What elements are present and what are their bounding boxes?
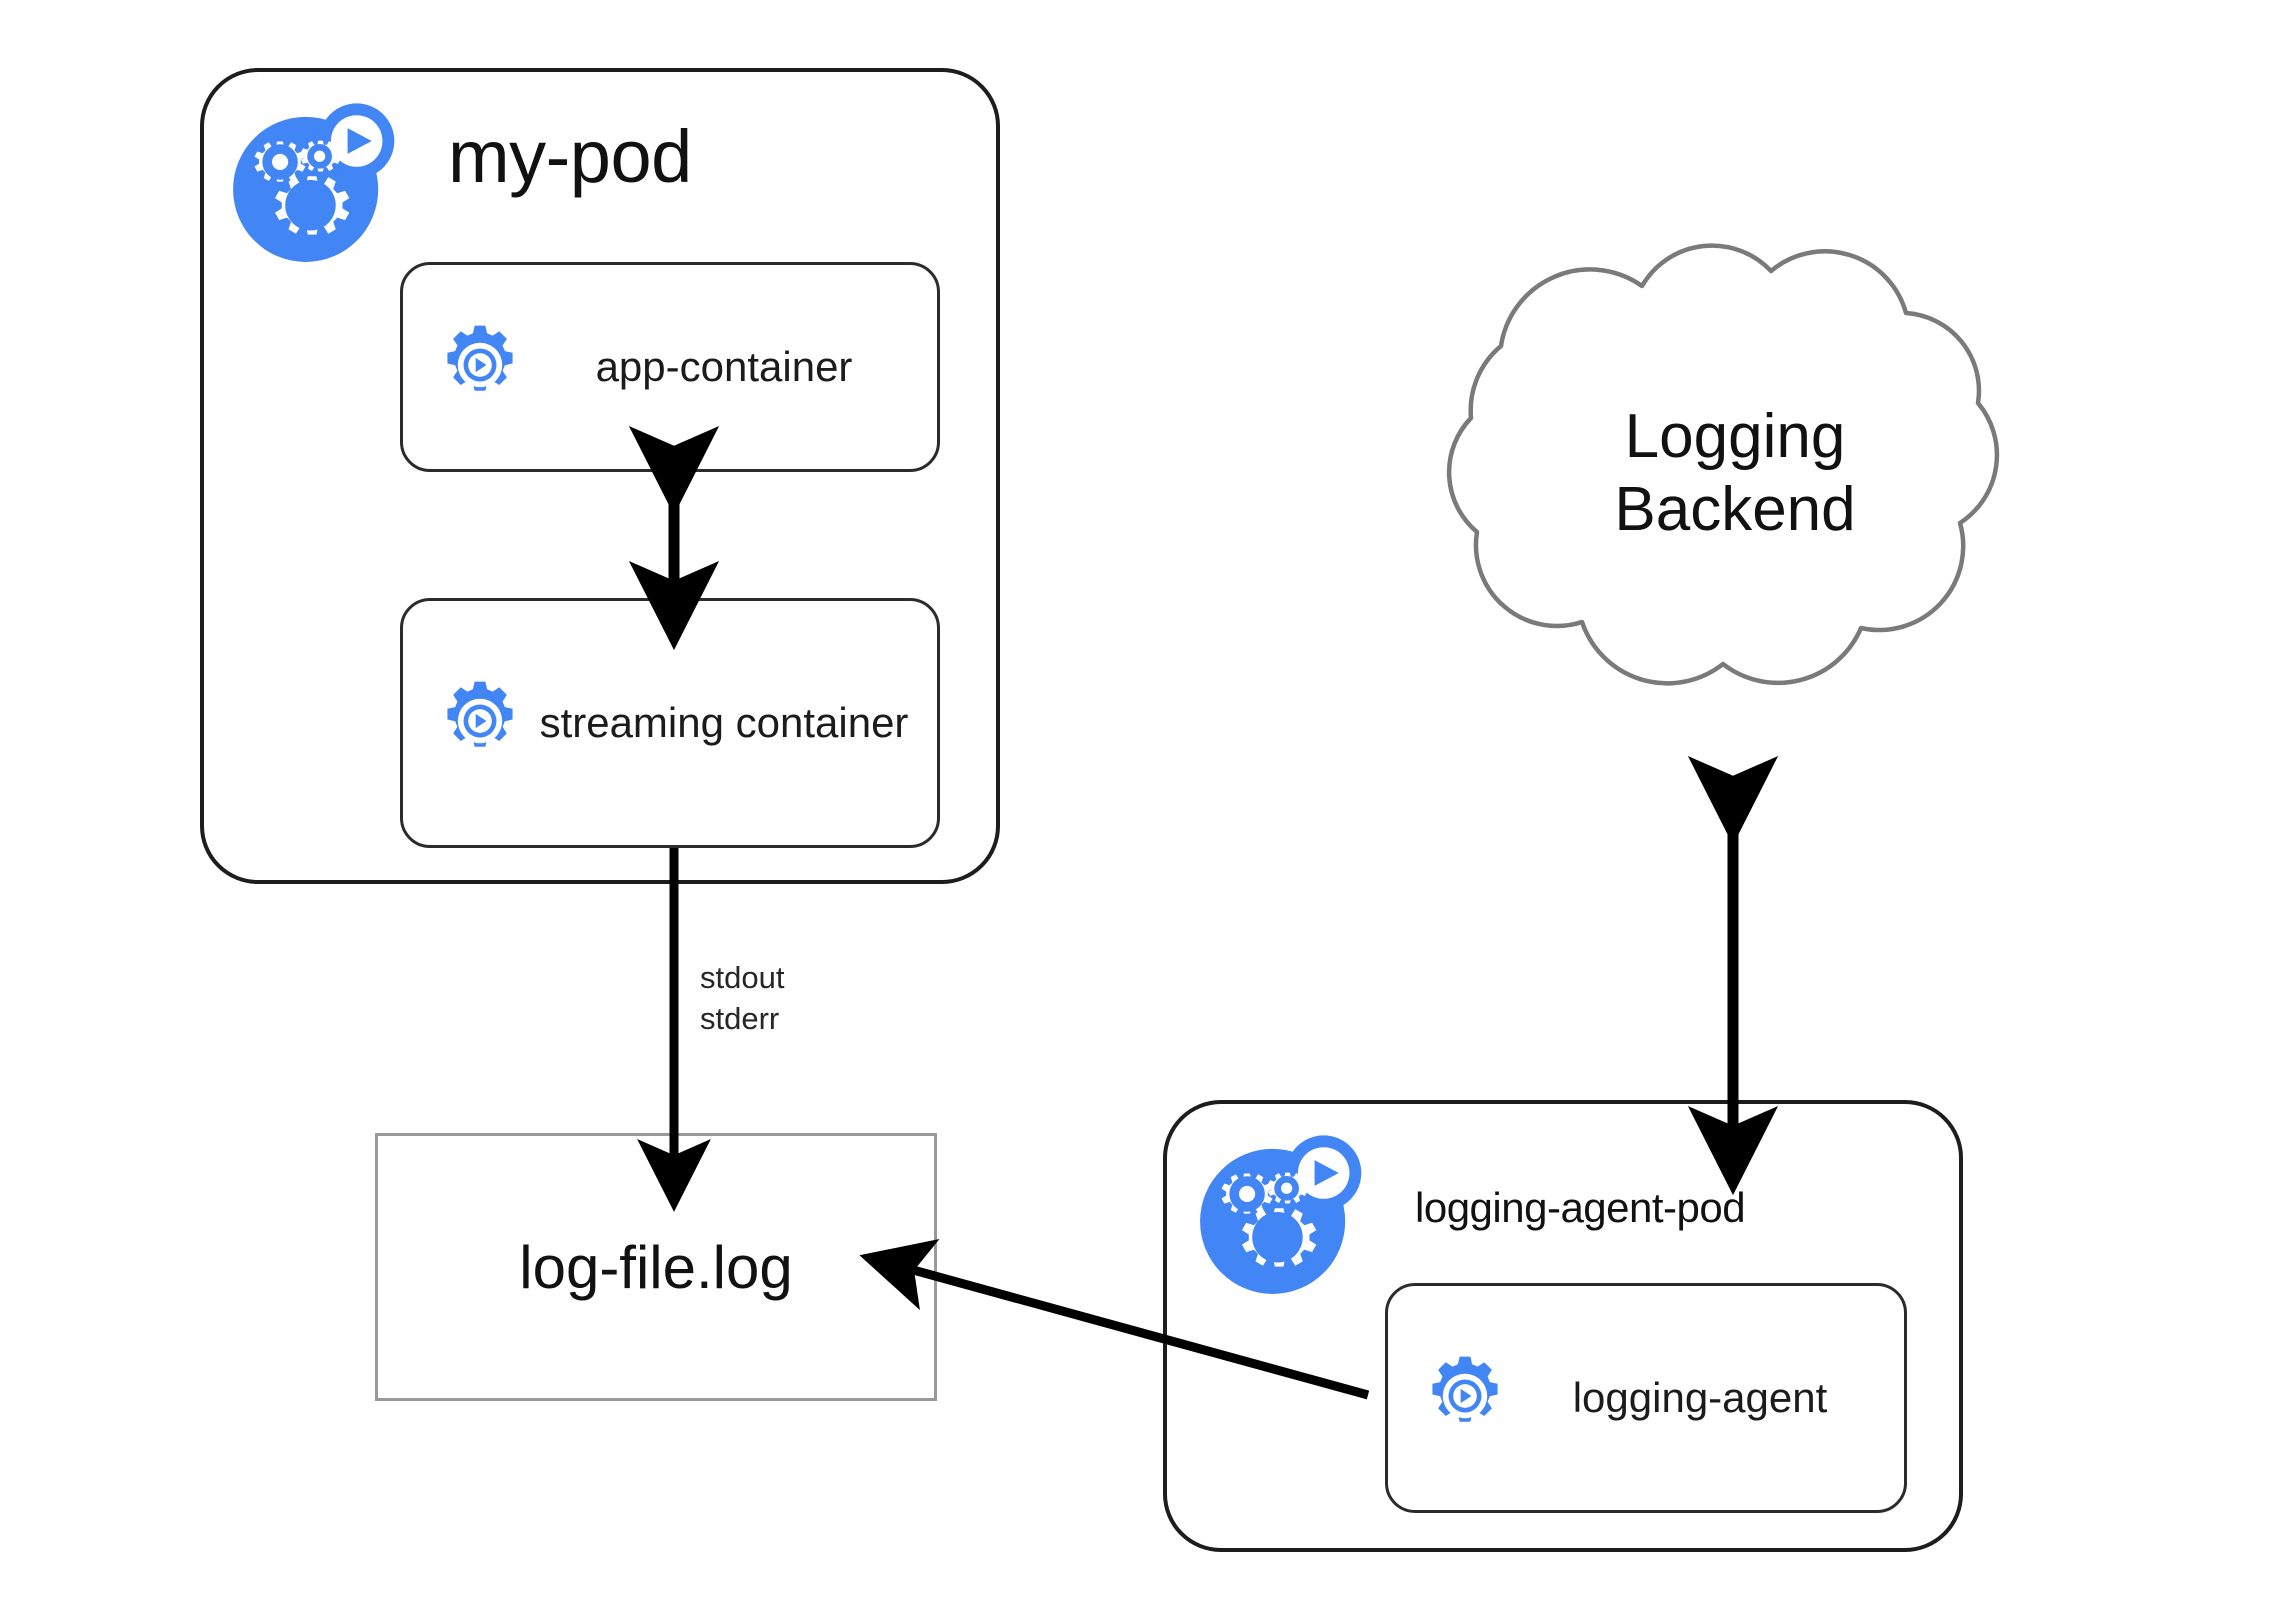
- my-pod-title: my-pod: [448, 115, 692, 198]
- node-logging-agent[interactable]: logging-agent: [1385, 1283, 1907, 1513]
- node-app-container[interactable]: app-container: [400, 262, 940, 472]
- node-log-file[interactable]: log-file.log: [375, 1133, 937, 1401]
- streaming-container-label: streaming container: [539, 699, 909, 747]
- logging-agent-pod-title: logging-agent-pod: [1415, 1184, 1746, 1231]
- node-streaming-container[interactable]: streaming container: [400, 598, 940, 848]
- pod-icon: [1192, 1130, 1364, 1307]
- container-gear-icon: [437, 322, 523, 413]
- logging-backend-label: Logging Backend: [1614, 402, 1856, 545]
- log-file-label: log-file.log: [519, 1233, 793, 1301]
- logging-agent-label: logging-agent: [1572, 1374, 1828, 1422]
- app-container-label: app-container: [595, 343, 853, 391]
- container-gear-icon: [1422, 1353, 1508, 1444]
- node-logging-backend[interactable]: [1315, 190, 2155, 765]
- container-gear-icon: [437, 678, 523, 769]
- pod-icon: [225, 98, 397, 275]
- stdout-stderr-label: stdout stderr: [700, 960, 785, 1036]
